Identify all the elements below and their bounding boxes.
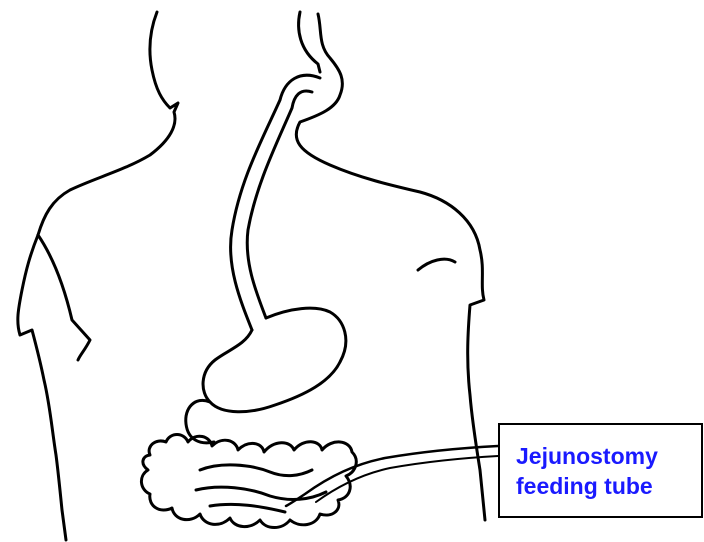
torso-outline-right <box>296 14 485 520</box>
label-line-1: Jejunostomy <box>516 441 701 471</box>
right-armpit-crease <box>418 259 455 270</box>
stomach-outline <box>203 308 346 412</box>
esophagus-inner <box>247 91 312 318</box>
left-armpit-crease <box>38 235 90 360</box>
esophagus-outer <box>231 75 320 330</box>
small-intestine-coils <box>196 465 326 512</box>
label-callout-box: Jejunostomy feeding tube <box>498 423 703 518</box>
neck-back-line <box>299 12 320 72</box>
feeding-tube-inner <box>316 456 498 502</box>
label-line-2: feeding tube <box>516 471 701 501</box>
torso-outline-left <box>18 12 178 540</box>
